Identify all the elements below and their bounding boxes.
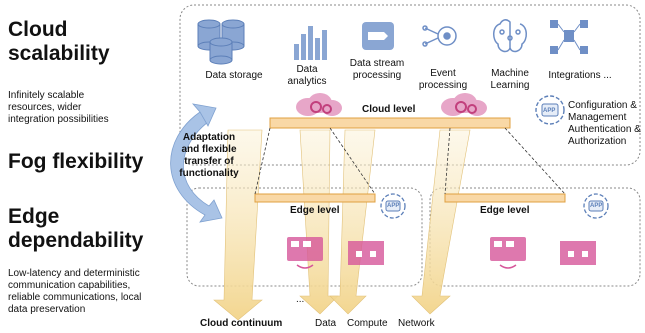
edge-desc-line: data preservation bbox=[8, 304, 86, 315]
service-label: Integrations ... bbox=[540, 70, 620, 82]
edge-level-bar-left bbox=[254, 193, 376, 203]
plc-device-icon bbox=[490, 237, 526, 269]
config-line: Management bbox=[568, 112, 627, 123]
service-label: Data analytics bbox=[282, 64, 332, 88]
continuum-arrow-compute bbox=[329, 129, 376, 315]
adaptation-line: functionality bbox=[179, 168, 239, 179]
app-edge-icon bbox=[380, 193, 406, 219]
continuum-arrow-network bbox=[411, 129, 471, 315]
adaptation-line: Adaptation bbox=[182, 132, 236, 143]
gear-cloud-icon bbox=[296, 93, 342, 116]
edge-description: Low-latency and deterministic communicat… bbox=[8, 268, 141, 316]
cloud-container bbox=[179, 4, 641, 166]
factory-device-icon bbox=[560, 241, 596, 265]
cloud-heading-line: Cloud bbox=[8, 18, 68, 41]
service-label-line: Learning bbox=[490, 80, 530, 91]
network-label: Network bbox=[398, 318, 435, 329]
cloud-heading-line: scalability bbox=[8, 42, 110, 65]
compute-label: Compute bbox=[347, 318, 388, 329]
app-config-icon bbox=[535, 95, 565, 125]
factory-device-icon bbox=[348, 241, 384, 265]
adaptation-arrow bbox=[170, 103, 223, 223]
edge-container-right bbox=[429, 187, 641, 287]
app-badge: APP bbox=[543, 108, 556, 114]
app-badge: APP bbox=[387, 203, 400, 209]
bar-chart-icon bbox=[294, 26, 327, 60]
adaptation-line: and flexible bbox=[181, 144, 237, 155]
service-label-line: analytics bbox=[287, 76, 327, 87]
service-label: Machine Learning bbox=[480, 68, 540, 92]
continuum-label: Cloud continuum bbox=[200, 318, 283, 329]
edge-heading: Edge dependability bbox=[8, 205, 143, 253]
service-label: Event processing bbox=[410, 68, 476, 92]
edge-desc-line: communication capabilities, bbox=[8, 280, 131, 291]
service-label-line: Event bbox=[430, 68, 456, 79]
app-edge-icon bbox=[583, 193, 609, 219]
config-line: Authentication & bbox=[568, 124, 641, 135]
continuum-arrows bbox=[213, 129, 471, 321]
cloud-heading: Cloud scalability bbox=[8, 18, 110, 66]
service-label-line: Data storage bbox=[205, 70, 263, 81]
edge-desc-line: Low-latency and deterministic bbox=[8, 268, 140, 279]
gear-cloud-icon bbox=[441, 93, 487, 116]
adaptation-label: Adaptation and flexible transfer of func… bbox=[176, 132, 242, 180]
database-icon bbox=[197, 19, 245, 65]
service-label-line: Integrations ... bbox=[548, 70, 612, 81]
edge-level-label: Edge level bbox=[480, 205, 530, 216]
network-icon bbox=[550, 20, 588, 54]
cloud-desc-line: resources, wider bbox=[8, 102, 82, 113]
edge-desc-line: reliable communications, local bbox=[8, 292, 142, 303]
cloud-level-label: Cloud level bbox=[362, 104, 416, 115]
plc-device-icon bbox=[287, 237, 323, 269]
service-label-line: Machine bbox=[491, 68, 529, 79]
config-line: Configuration & bbox=[568, 100, 637, 111]
service-label: Data stream processing bbox=[344, 58, 410, 82]
connector-lines bbox=[254, 127, 566, 195]
service-label-line: processing bbox=[418, 80, 468, 91]
app-badge: APP bbox=[590, 203, 603, 209]
data-label: Data bbox=[315, 318, 337, 329]
service-label-line: processing bbox=[352, 70, 402, 81]
config-line: Authorization bbox=[568, 136, 627, 147]
ellipsis: ... bbox=[296, 294, 305, 305]
brain-icon bbox=[493, 19, 527, 53]
adaptation-line: transfer of bbox=[184, 156, 234, 167]
config-label: Configuration & Management Authenticatio… bbox=[568, 100, 641, 148]
fog-heading: Fog flexibility bbox=[8, 150, 144, 173]
continuum-arrow-main bbox=[213, 129, 263, 321]
cloud-description: Infinitely scalable resources, wider int… bbox=[8, 90, 109, 126]
service-label-line: Data stream bbox=[349, 58, 405, 69]
edge-level-label: Edge level bbox=[290, 205, 340, 216]
service-label: Data storage bbox=[196, 70, 272, 82]
continuum-arrow-data bbox=[299, 129, 339, 315]
cloud-level-bar bbox=[269, 117, 511, 129]
stream-icon bbox=[362, 22, 394, 50]
event-icon bbox=[422, 25, 457, 47]
edge-heading-line: Edge bbox=[8, 205, 60, 228]
cloud-desc-line: integration possibilities bbox=[8, 114, 109, 125]
edge-heading-line: dependability bbox=[8, 229, 144, 252]
edge-level-bar-right bbox=[444, 193, 566, 203]
cloud-desc-line: Infinitely scalable bbox=[8, 90, 85, 101]
service-label-line: Data bbox=[296, 64, 318, 75]
